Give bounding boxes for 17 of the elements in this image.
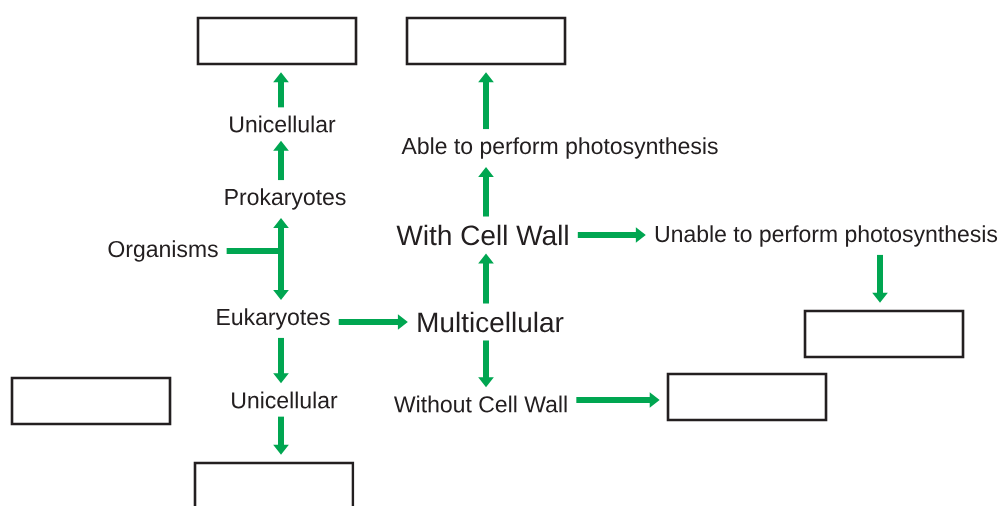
answer-box [803,309,965,359]
node-label: Unicellular [232,391,338,409]
node-label: Organisms [108,240,218,262]
answer-box [193,461,355,506]
node-label: Without Cell Wall [394,395,567,413]
node-label: With Cell Wall [396,224,568,246]
node-label: Multicellular [418,311,564,333]
node-label: Unicellular [230,115,336,133]
arrow [226,248,289,300]
answer-box [196,16,358,66]
answer-box [666,372,828,422]
node-label: Able to perform photosynthesis [401,137,718,159]
answer-box [10,376,172,426]
answer-box [405,16,567,66]
node-label: Unable to perform photosynthesis [655,225,998,247]
node-label: Eukaryotes [217,308,330,330]
node-label: Prokaryotes [225,188,346,210]
